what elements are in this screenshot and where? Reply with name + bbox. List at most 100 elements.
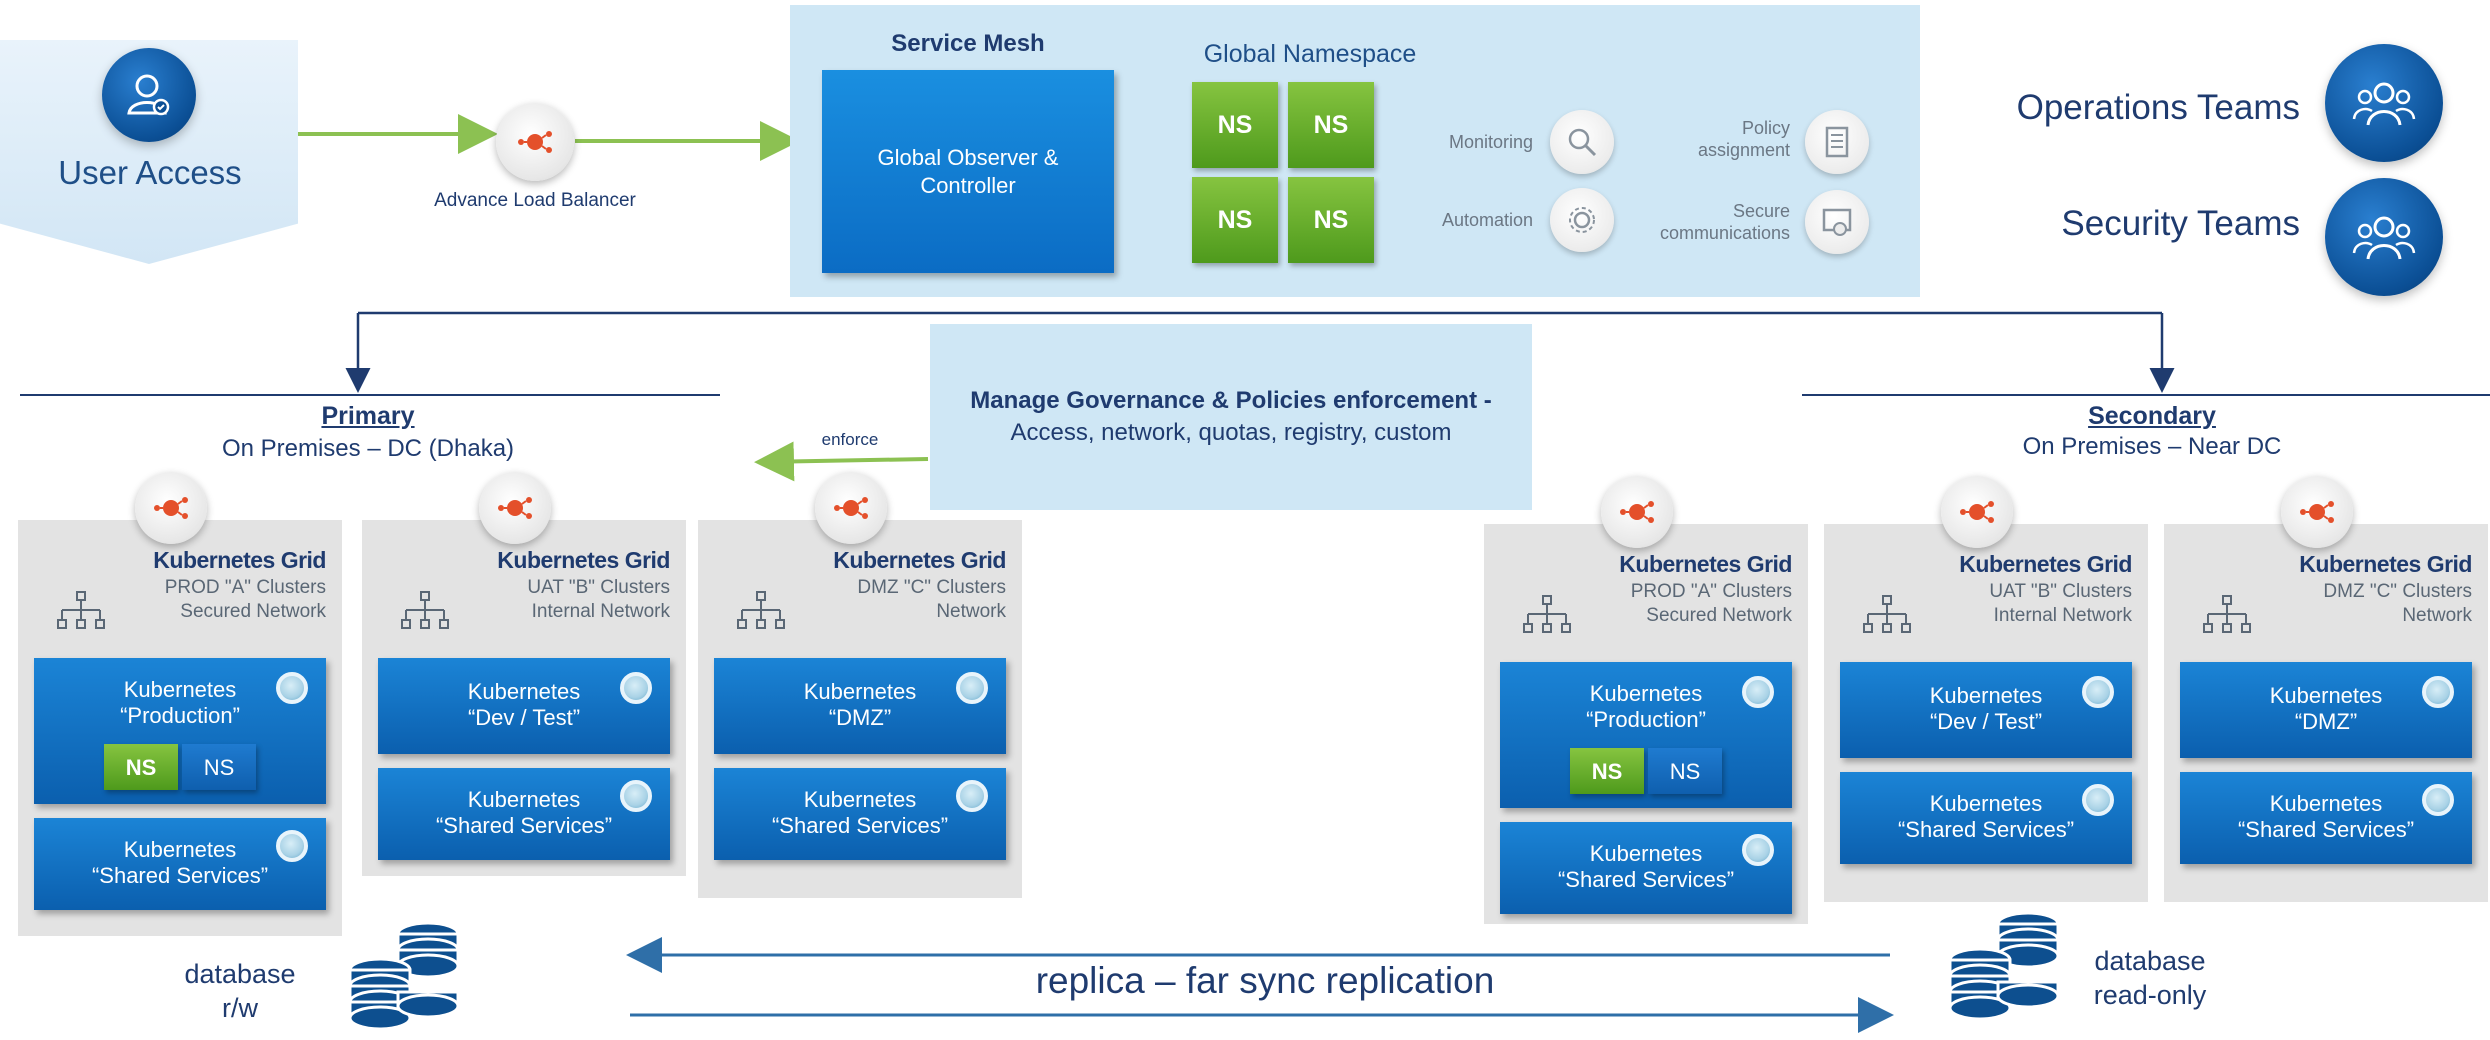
- monitoring-icon: [1550, 110, 1614, 174]
- kubernetes-label: Kubernetes: [1589, 841, 1703, 866]
- database-secondary-label: database read-only: [2060, 944, 2240, 1012]
- ns-tile: NS: [1192, 177, 1278, 263]
- operations-teams-label: Operations Teams: [2016, 88, 2300, 127]
- grid-title: Kubernetes Grid: [153, 547, 326, 573]
- kubernetes-name: “DMZ”: [828, 705, 892, 730]
- grid-network: Secured Network: [1646, 605, 1792, 626]
- kubernetes-name: “Shared Services”: [1557, 867, 1735, 892]
- grid-subtitle: PROD "A" Clusters: [164, 577, 326, 598]
- ns-tile: NS: [1648, 748, 1722, 794]
- kubernetes-cluster-box: Kubernetes“Shared Services”: [378, 768, 670, 860]
- database-secondary-icon: [1948, 911, 2060, 1021]
- grid-title: Kubernetes Grid: [497, 547, 670, 573]
- kubernetes-name: “Shared Services”: [91, 863, 269, 888]
- network-topology-icon: [1522, 594, 1572, 643]
- grid-subtitle: DMZ "C" Clusters: [2323, 581, 2472, 602]
- monitoring-label: Monitoring: [1448, 132, 1533, 152]
- governance-rest: Access, network, quotas, registry, custo…: [1010, 419, 1452, 446]
- kubernetes-cluster-box: Kubernetes“Dev / Test”: [378, 658, 670, 754]
- grid-network: Internal Network: [531, 601, 670, 622]
- kubernetes-label: Kubernetes: [803, 679, 917, 704]
- security-team-icon: [2325, 178, 2443, 296]
- load-balancer-icon: [815, 472, 887, 544]
- kubernetes-cluster-icon: [2422, 676, 2454, 708]
- kubernetes-cluster-box: Kubernetes“DMZ”: [714, 658, 1006, 754]
- kubernetes-label: Kubernetes: [123, 837, 237, 862]
- grid-title: Kubernetes Grid: [1619, 551, 1792, 577]
- load-balancer-icon: [479, 472, 551, 544]
- policy-assignment-label: Policy assignment: [1697, 118, 1790, 160]
- kubernetes-cluster-icon: [620, 780, 652, 812]
- load-balancer-icon: [2281, 476, 2353, 548]
- load-balancer-icon: [496, 103, 574, 181]
- kubernetes-cluster-icon: [276, 830, 308, 862]
- load-balancer-icon: [1601, 476, 1673, 548]
- replica-label: replica – far sync replication: [1035, 960, 1495, 1001]
- secondary-title: Secondary: [2088, 402, 2216, 430]
- grid-subtitle: PROD "A" Clusters: [1630, 581, 1792, 602]
- service-mesh-title: Service Mesh: [891, 30, 1045, 57]
- kubernetes-cluster-icon: [2082, 784, 2114, 816]
- policy-document-icon: [1805, 110, 1869, 174]
- kubernetes-label: Kubernetes: [467, 787, 581, 812]
- kubernetes-label: Kubernetes: [1929, 683, 2043, 708]
- kubernetes-cluster-box: Kubernetes“Dev / Test”: [1840, 662, 2132, 758]
- grid-title: Kubernetes Grid: [2299, 551, 2472, 577]
- kubernetes-label: Kubernetes: [123, 677, 237, 702]
- governance-text: Manage Governance & Policies enforcement…: [960, 385, 1502, 449]
- load-balancer-icon: [135, 472, 207, 544]
- ns-tile: NS: [104, 744, 178, 790]
- kubernetes-cluster-icon: [620, 672, 652, 704]
- ns-tile: NS: [1192, 82, 1278, 168]
- database-secondary-line1: database: [2094, 946, 2206, 976]
- database-primary-line2: r/w: [222, 993, 258, 1023]
- network-topology-icon: [400, 590, 450, 639]
- load-balancer-icon: [1941, 476, 2013, 548]
- grid-network: Network: [936, 601, 1006, 622]
- global-namespace-title: Global Namespace: [1203, 40, 1417, 68]
- kubernetes-name: “Production”: [1586, 707, 1706, 732]
- global-observer-label: Global Observer & Controller: [877, 144, 1059, 198]
- grid-title: Kubernetes Grid: [1959, 551, 2132, 577]
- grid-subtitle: DMZ "C" Clusters: [857, 577, 1006, 598]
- user-access-icon: [102, 48, 196, 142]
- primary-subtitle: On Premises – DC (Dhaka): [221, 435, 515, 462]
- enforce-label: enforce: [821, 430, 879, 449]
- load-balancer-label: Advance Load Balancer: [434, 190, 636, 211]
- secondary-subtitle: On Premises – Near DC: [2022, 433, 2282, 460]
- database-primary-icon: [348, 921, 460, 1031]
- kubernetes-cluster-icon: [1742, 834, 1774, 866]
- kubernetes-name: “Shared Services”: [2237, 817, 2415, 842]
- kubernetes-label: Kubernetes: [1589, 681, 1703, 706]
- network-topology-icon: [2202, 594, 2252, 643]
- kubernetes-label: Kubernetes: [1929, 791, 2043, 816]
- secure-communications-label: Secure communications: [1659, 201, 1790, 243]
- network-topology-icon: [56, 590, 106, 639]
- grid-subtitle: UAT "B" Clusters: [527, 577, 670, 598]
- kubernetes-cluster-box: Kubernetes“Shared Services”: [2180, 772, 2472, 864]
- grid-subtitle: UAT "B" Clusters: [1989, 581, 2132, 602]
- ns-tile: NS: [1288, 177, 1374, 263]
- governance-box: Manage Governance & Policies enforcement…: [930, 324, 1532, 510]
- kubernetes-label: Kubernetes: [2269, 791, 2383, 816]
- kubernetes-cluster-box: Kubernetes“DMZ”: [2180, 662, 2472, 758]
- kubernetes-cluster-icon: [956, 672, 988, 704]
- kubernetes-name: “Production”: [120, 703, 240, 728]
- ns-tile: NS: [1570, 748, 1644, 794]
- database-secondary-line2: read-only: [2093, 980, 2207, 1010]
- secure-communications-icon: [1805, 190, 1869, 254]
- kubernetes-name: “Dev / Test”: [467, 705, 581, 730]
- kubernetes-cluster-box: Kubernetes“Shared Services”: [1500, 822, 1792, 914]
- kubernetes-label: Kubernetes: [467, 679, 581, 704]
- enforce-arrow: [754, 441, 929, 482]
- security-teams-label: Security Teams: [2061, 204, 2300, 243]
- automation-gear-icon: [1550, 188, 1614, 252]
- kubernetes-cluster-box: Kubernetes“Shared Services”: [714, 768, 1006, 860]
- kubernetes-label: Kubernetes: [803, 787, 917, 812]
- kubernetes-cluster-box: Kubernetes“Shared Services”: [34, 818, 326, 910]
- grid-network: Network: [2402, 605, 2472, 626]
- global-observer-box: Global Observer & Controller: [822, 70, 1114, 273]
